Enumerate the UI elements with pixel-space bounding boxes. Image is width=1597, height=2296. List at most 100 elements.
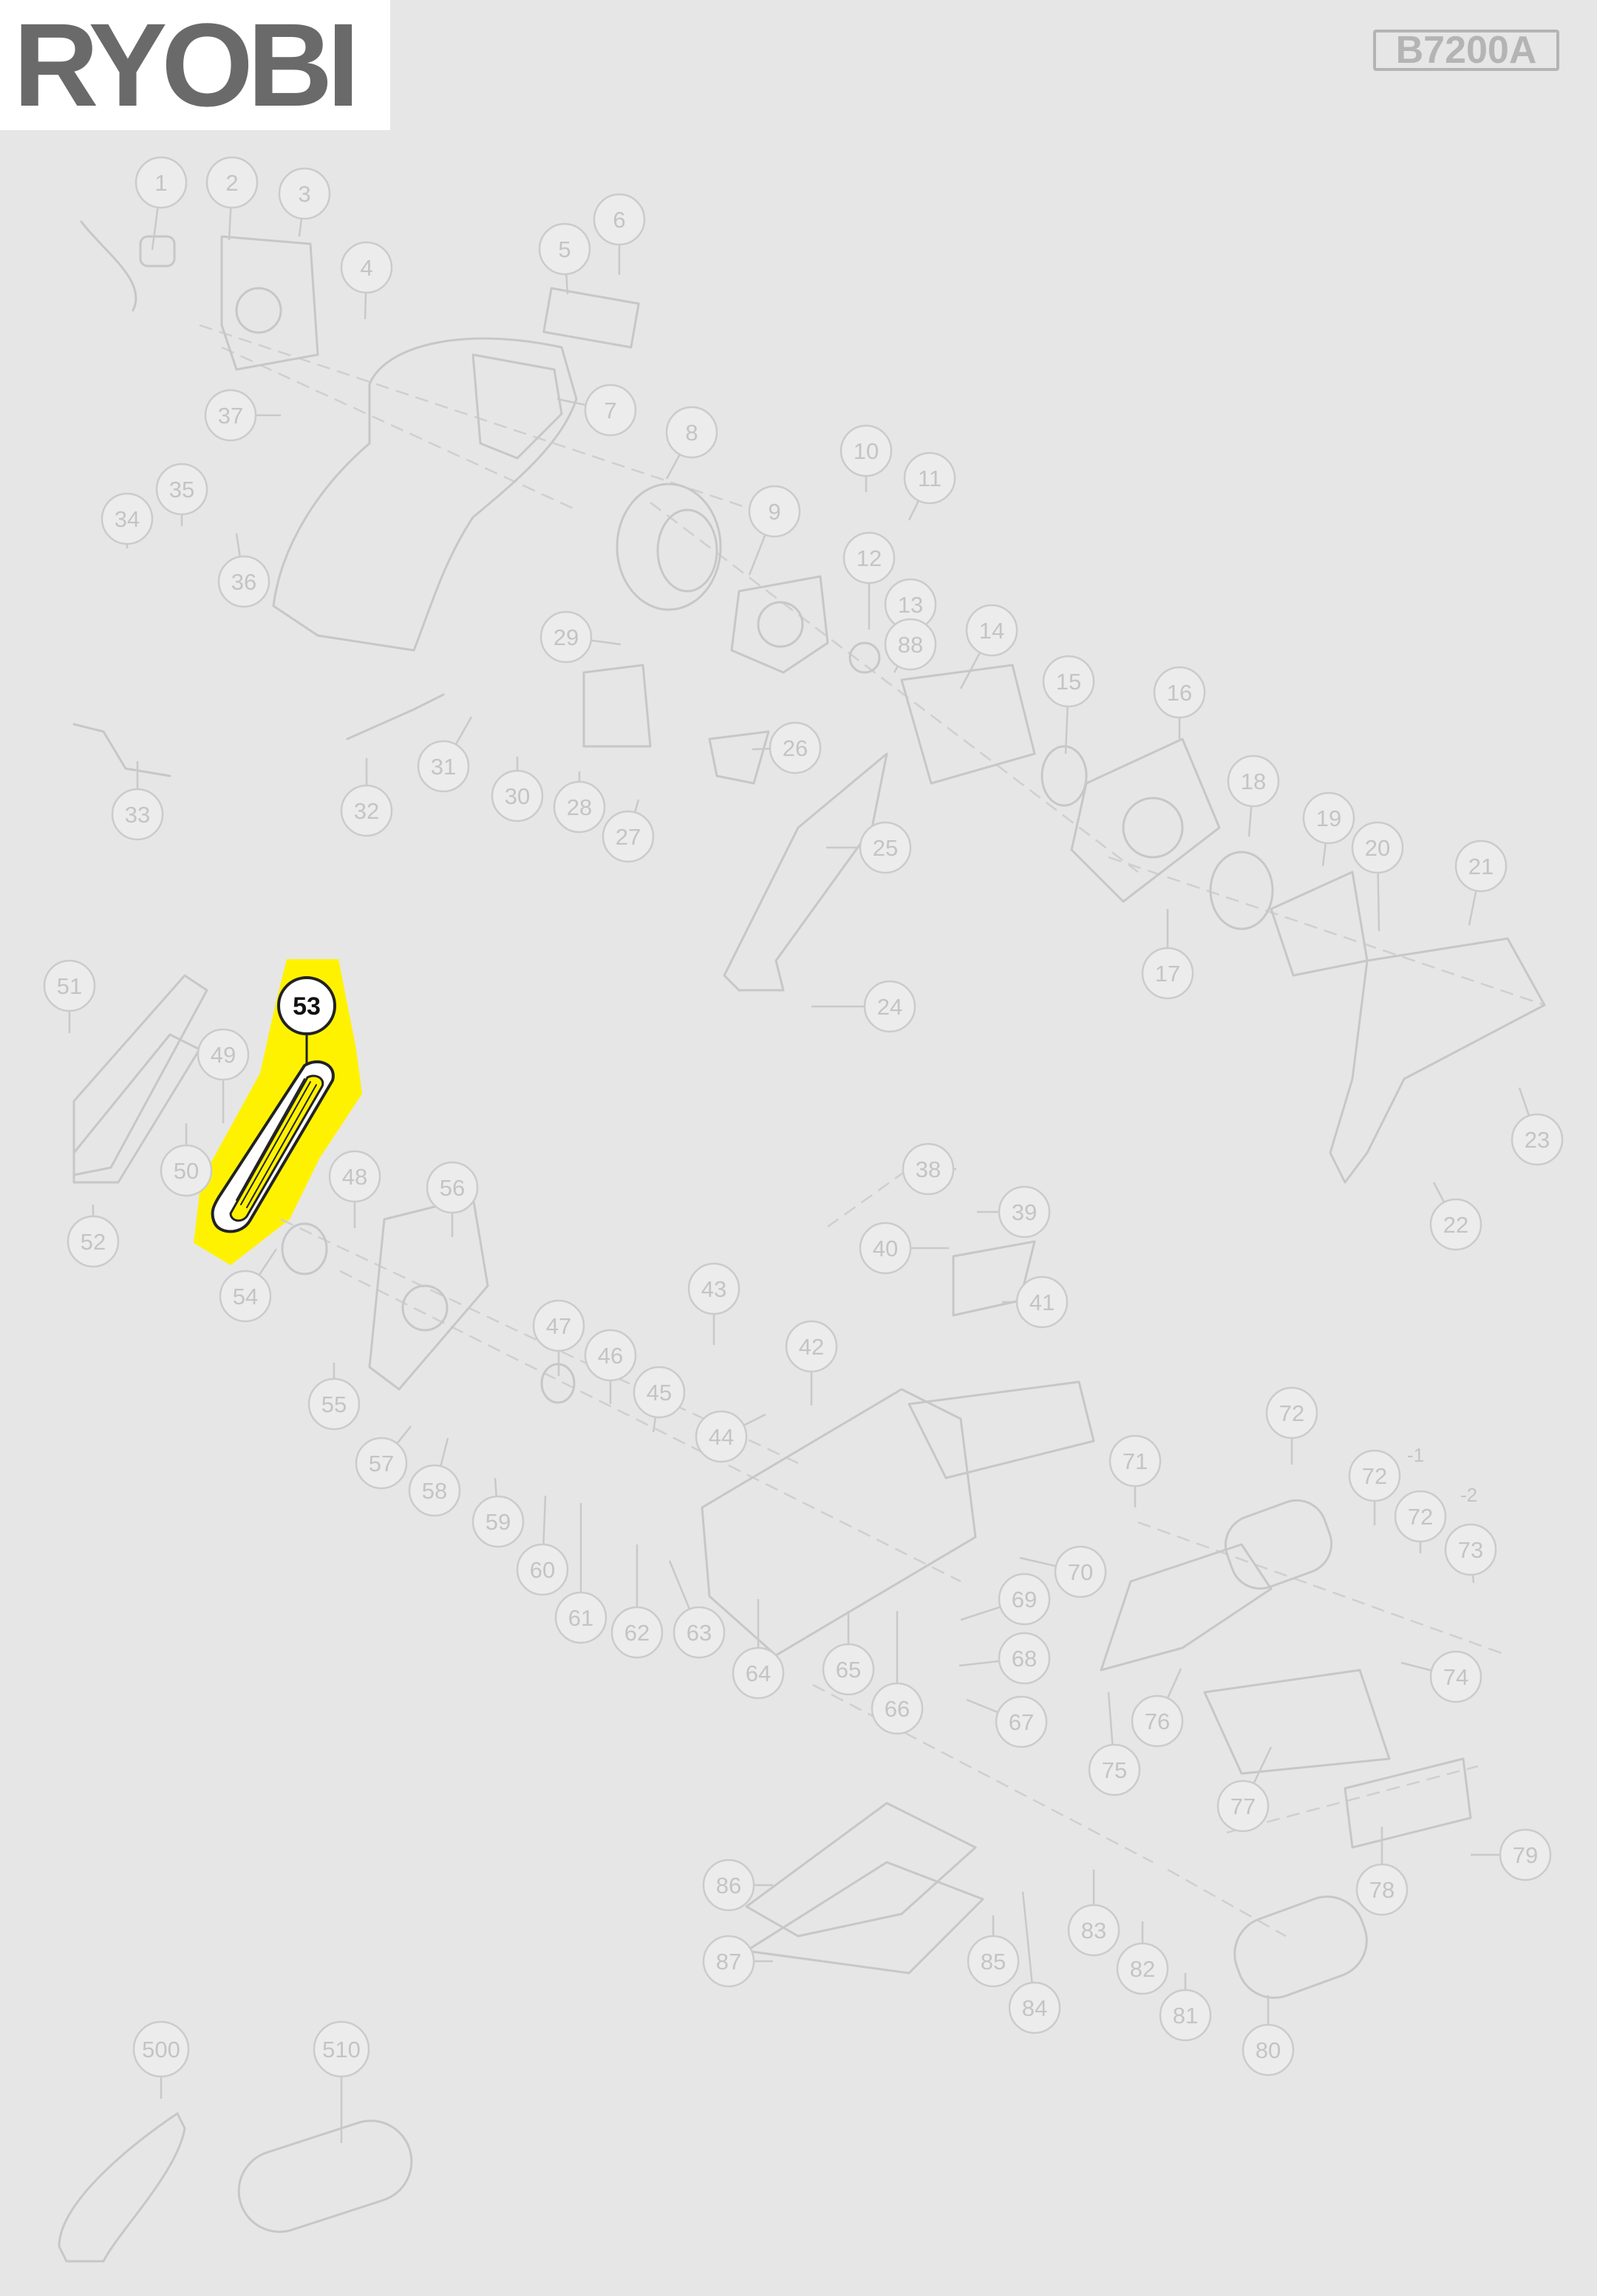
callout-23[interactable]: 23: [1511, 1113, 1564, 1166]
callout-62[interactable]: 62: [610, 1606, 664, 1659]
callout-11[interactable]: 11: [903, 452, 956, 505]
callout-24[interactable]: 24: [863, 980, 916, 1033]
callout-74[interactable]: 74: [1429, 1650, 1482, 1703]
callout-88[interactable]: 88: [884, 618, 937, 671]
callout-87[interactable]: 87: [702, 1935, 755, 1988]
callout-78[interactable]: 78: [1355, 1863, 1409, 1916]
callout-85[interactable]: 85: [967, 1935, 1020, 1988]
callout-60[interactable]: 60: [516, 1543, 569, 1596]
callout-45[interactable]: 45: [633, 1366, 686, 1419]
callout-16[interactable]: 16: [1153, 666, 1206, 719]
callout-36[interactable]: 36: [217, 555, 270, 608]
callout-6[interactable]: 6: [593, 193, 646, 246]
callout-37[interactable]: 37: [204, 389, 257, 442]
callout-2[interactable]: 2: [205, 156, 259, 209]
callout-38[interactable]: 38: [902, 1142, 955, 1196]
part-label-66: 66: [885, 1696, 910, 1722]
callout-67[interactable]: 67: [995, 1695, 1048, 1748]
callout-27[interactable]: 27: [602, 810, 655, 863]
callout-54[interactable]: 54: [219, 1270, 272, 1323]
callout-29[interactable]: 29: [539, 610, 593, 664]
callout-19[interactable]: 19: [1302, 791, 1355, 845]
callout-28[interactable]: 28: [553, 780, 606, 834]
callout-77[interactable]: 77: [1216, 1779, 1270, 1833]
callout-13[interactable]: 13: [884, 578, 937, 631]
part-label-18: 18: [1241, 769, 1266, 794]
callout-69[interactable]: 69: [998, 1573, 1051, 1626]
callout-10[interactable]: 10: [840, 424, 893, 477]
callout-61[interactable]: 61: [554, 1591, 607, 1644]
callout-510[interactable]: 510: [313, 2020, 370, 2078]
callout-21[interactable]: 21: [1454, 839, 1508, 893]
callout-4[interactable]: 4: [340, 241, 393, 294]
callout-9[interactable]: 9: [748, 485, 801, 538]
callout-40[interactable]: 40: [859, 1222, 912, 1275]
callout-72[interactable]: 72: [1394, 1490, 1447, 1543]
callout-58[interactable]: 58: [408, 1464, 461, 1517]
callout-84[interactable]: 84: [1008, 1981, 1061, 2034]
callout-81[interactable]: 81: [1159, 1989, 1212, 2042]
sanding-belt-part-53[interactable]: [211, 1060, 335, 1233]
callout-73[interactable]: 73: [1444, 1523, 1497, 1576]
callout-33[interactable]: 33: [111, 788, 164, 841]
callout-51[interactable]: 51: [43, 959, 96, 1012]
callout-34[interactable]: 34: [101, 492, 154, 545]
callout-8[interactable]: 8: [665, 406, 718, 459]
callout-52[interactable]: 52: [67, 1215, 120, 1268]
callout-76[interactable]: 76: [1131, 1694, 1184, 1748]
callout-55[interactable]: 55: [307, 1377, 361, 1431]
callout-500[interactable]: 500: [132, 2020, 190, 2078]
callout-7[interactable]: 7: [584, 384, 637, 437]
callout-31[interactable]: 31: [417, 740, 470, 793]
callout-80[interactable]: 80: [1242, 2023, 1295, 2077]
callout-22[interactable]: 22: [1429, 1198, 1482, 1251]
callout-82[interactable]: 82: [1116, 1942, 1169, 1995]
callout-5[interactable]: 5: [538, 222, 591, 276]
callout-65[interactable]: 65: [822, 1643, 875, 1696]
callout-50[interactable]: 50: [160, 1144, 213, 1197]
callout-83[interactable]: 83: [1067, 1904, 1120, 1957]
callout-47[interactable]: 47: [532, 1299, 585, 1352]
callout-72[interactable]: 72: [1265, 1386, 1318, 1440]
callout-41[interactable]: 41: [1015, 1275, 1069, 1329]
callout-17[interactable]: 17: [1141, 947, 1194, 1000]
callout-72[interactable]: 72: [1348, 1449, 1401, 1502]
callout-18[interactable]: 18: [1227, 754, 1280, 808]
callout-53[interactable]: 53: [277, 976, 336, 1064]
callout-3[interactable]: 3: [278, 167, 331, 220]
callout-49[interactable]: 49: [197, 1028, 250, 1081]
part-label-32: 32: [354, 798, 379, 824]
callout-32[interactable]: 32: [340, 784, 393, 837]
part-label-53: 53: [293, 992, 321, 1021]
callout-57[interactable]: 57: [355, 1437, 408, 1490]
callout-66[interactable]: 66: [871, 1682, 924, 1735]
callout-15[interactable]: 15: [1042, 655, 1095, 708]
callout-43[interactable]: 43: [687, 1262, 740, 1315]
callout-48[interactable]: 48: [328, 1150, 381, 1203]
callout-63[interactable]: 63: [672, 1606, 726, 1659]
callout-46[interactable]: 46: [584, 1329, 637, 1382]
leader-line-21: [1432, 1182, 1446, 1203]
callout-64[interactable]: 64: [732, 1646, 785, 1700]
callout-42[interactable]: 42: [785, 1320, 838, 1373]
callout-86[interactable]: 86: [702, 1859, 755, 1912]
callout-35[interactable]: 35: [155, 463, 208, 516]
callout-44[interactable]: 44: [695, 1410, 748, 1463]
callout-59[interactable]: 59: [471, 1495, 525, 1548]
callout-1[interactable]: 1: [134, 156, 188, 209]
part-label-5: 5: [558, 236, 571, 262]
callout-14[interactable]: 14: [965, 604, 1018, 657]
callout-79[interactable]: 79: [1499, 1828, 1552, 1881]
callout-20[interactable]: 20: [1351, 821, 1404, 874]
callout-75[interactable]: 75: [1088, 1743, 1141, 1796]
part-label-16: 16: [1167, 680, 1192, 706]
callout-70[interactable]: 70: [1054, 1545, 1107, 1598]
callout-12[interactable]: 12: [842, 531, 896, 585]
callout-56[interactable]: 56: [426, 1161, 479, 1214]
callout-39[interactable]: 39: [998, 1185, 1051, 1239]
callout-71[interactable]: 71: [1109, 1434, 1162, 1488]
callout-30[interactable]: 30: [491, 769, 544, 822]
callout-25[interactable]: 25: [859, 821, 912, 874]
callout-26[interactable]: 26: [769, 721, 822, 774]
callout-68[interactable]: 68: [998, 1632, 1051, 1685]
